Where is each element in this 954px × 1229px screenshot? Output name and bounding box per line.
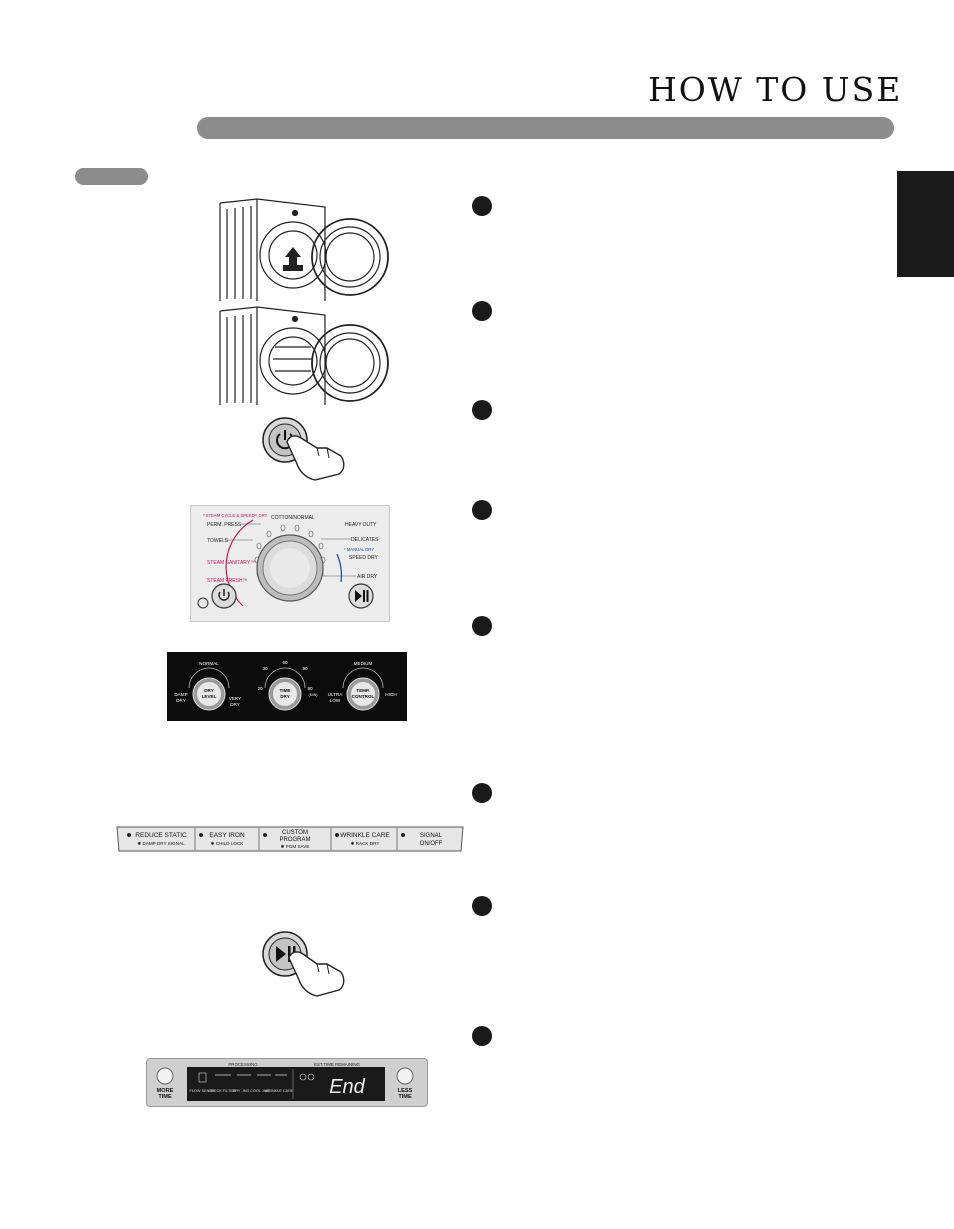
option-signal-2: ON/OFF [420,841,443,847]
temp-left-1: ULTRA [328,692,344,697]
temp-label-1: TEMP. [356,688,369,693]
cycle-selector-panel: * STEAM CYCLE & SPEEDY DRY PERM. PRESS C… [190,505,390,622]
time-dry-left: 20 [257,686,263,691]
cycle-steam-fresh: STEAM FRESH™ [207,578,248,584]
step-marker-3 [472,400,492,420]
start-pause-press-illustration [255,930,365,1002]
stage-drying: DRY -ING [233,1089,250,1093]
less-time-button [396,1067,414,1085]
temp-left-2: LOW [330,698,341,703]
cycle-group-steam: * STEAM CYCLE & SPEEDY DRY [203,513,268,518]
step-marker-5 [472,616,492,636]
step-marker-6 [472,783,492,803]
option-wrinkle-care-sub: ✱ RACK DRY [351,841,380,846]
page-title: HOW TO USE [648,70,903,109]
cycle-heavy-duty: HEAVY DUTY [345,522,377,528]
dry-level-label-1: DRY [204,688,214,693]
cycle-delicates: DELICATES [351,537,379,543]
option-buttons-panel: REDUCE STATIC ✱ DAMP DRY SIGNAL EASY IRO… [115,825,465,853]
temp-top: MEDIUM [354,661,373,666]
section-pill [75,168,148,185]
cycle-towels: TOWELS [207,538,229,544]
step-marker-8 [472,1026,492,1046]
cycle-perm-press: PERM. PRESS [207,522,242,528]
stage-cooling: COOL -ING [250,1089,270,1093]
step-marker-1 [472,196,492,216]
time-dry-unit: (MIN) [309,693,318,697]
option-reduce-static: REDUCE STATIC [135,832,187,839]
svg-text:LESS: LESS [398,1088,413,1094]
stage-wrinkle-care: WRINKLE CARE [265,1089,294,1093]
time-dry-label-1: TIME [280,688,291,693]
dry-level-left-1: DAMP [174,692,187,697]
dry-level-right-1: VERY [229,696,241,701]
dry-level-label-2: LEVEL [202,694,217,699]
cycle-cotton-normal: COTTON/NORMAL [271,515,315,521]
dry-level-right-2: DRY [230,702,240,707]
svg-text:MORE: MORE [157,1088,174,1094]
svg-text:EST.TIME REMAINING: EST.TIME REMAINING [314,1062,360,1067]
svg-text:TIME: TIME [158,1094,172,1100]
dry-level-left-2: DRY [176,698,186,703]
temp-right: HIGH [385,692,396,697]
display-readout: End [329,1076,365,1098]
dry-level-top: NORMAL [199,661,219,666]
power-button-press-illustration [255,412,365,492]
cycle-steam-sanitary: STEAM SANITARY™ [207,560,255,566]
side-tab [897,171,954,277]
header-bar [197,117,894,139]
dryer-open-illustration [215,303,390,407]
cycle-air-dry: AIR DRY [357,574,378,580]
option-reduce-static-sub: ✱ DAMP DRY SIGNAL [137,841,185,846]
time-dry-top: 60 [282,660,288,665]
stage-flow-sense: FLOW SENSE [190,1089,215,1093]
cycle-group-manual: * MANUAL DRY [344,547,374,552]
step-marker-4 [472,500,492,520]
time-dry-right: 90 [307,686,313,691]
svg-text:TIME: TIME [398,1094,412,1100]
option-custom-program-1: CUSTOM [282,830,308,836]
option-signal-1: SIGNAL [420,833,443,839]
option-custom-program-sub: ✱ PGM SAVE [281,844,310,849]
time-dry-tr: 90 [302,666,308,671]
stage-check-filter: CHECK FILTER [208,1089,235,1093]
option-wrinkle-care: WRINKLE CARE [340,832,390,839]
option-easy-iron-sub: ✱ CHILD LOCK [211,841,245,846]
display-panel: MORE TIME LESS TIME PROCESSING EST.TIME … [146,1058,428,1107]
time-dry-label-2: DRY [280,694,290,699]
step-marker-7 [472,896,492,916]
temp-label-2: CONTROL [352,694,375,699]
modifier-dials-panel: NORMAL DAMP DRY VERY DRY 60 30 90 20 90 … [167,652,407,721]
svg-text:PROCESSING: PROCESSING [228,1062,258,1067]
step-marker-2 [472,301,492,321]
cycle-speed-dry: SPEED DRY [349,555,378,561]
more-time-button [156,1067,174,1085]
dryer-filter-illustration [215,195,390,303]
option-easy-iron: EASY IRON [209,832,245,839]
time-dry-tl: 30 [262,666,268,671]
option-custom-program-2: PROGRAM [279,837,310,843]
